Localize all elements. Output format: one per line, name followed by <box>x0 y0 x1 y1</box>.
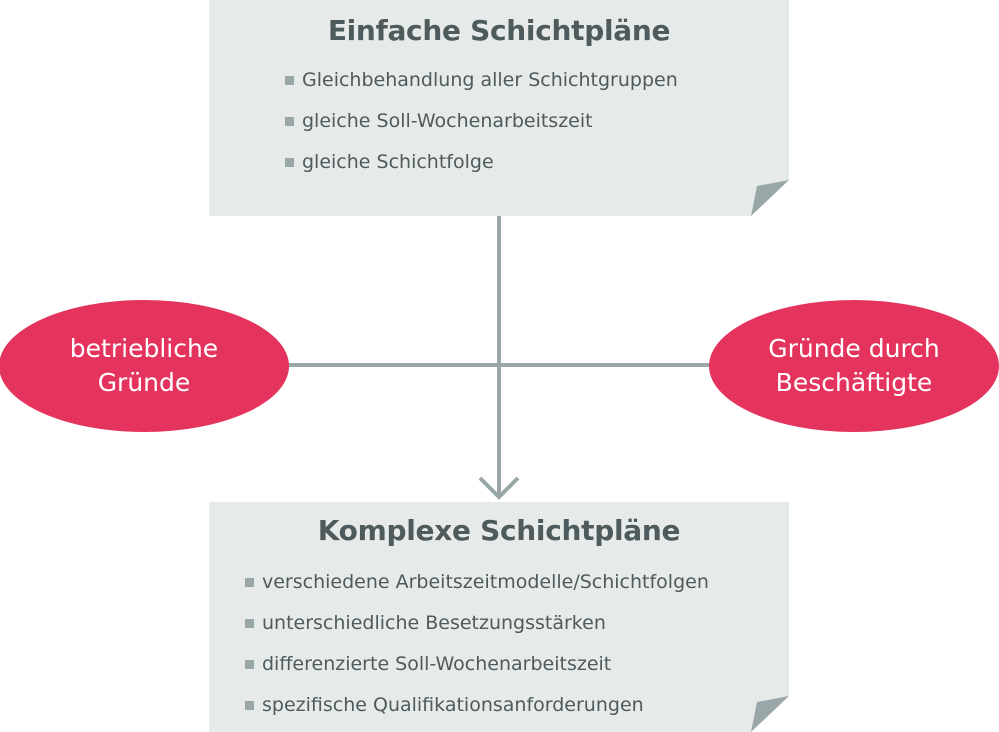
ellipse-label-line: betriebliche <box>69 334 219 363</box>
arrow-head <box>478 476 520 500</box>
square-bullet-icon <box>285 158 294 167</box>
list-item: gleiche Schichtfolge <box>285 142 678 183</box>
list-item: differenzierte Soll-Wochenarbeitszeit <box>245 644 709 685</box>
square-bullet-icon <box>245 701 254 710</box>
square-bullet-icon <box>285 117 294 126</box>
list-item: verschiedene Arbeitszeitmodelle/Schichtf… <box>245 562 709 603</box>
simple-plans-title: Einfache Schichtpläne <box>327 14 671 47</box>
ellipse-label-line: Gründe <box>97 368 191 397</box>
list-item-text: verschiedene Arbeitszeitmodelle/Schichtf… <box>262 571 709 593</box>
ellipse-label-line: Beschäftigte <box>775 368 933 397</box>
list-item: Gleichbehandlung aller Schichtgruppen <box>285 60 678 101</box>
list-item-text: differenzierte Soll-Wochenarbeitszeit <box>262 653 612 675</box>
list-item-text: gleiche Schichtfolge <box>302 151 494 173</box>
list-item-text: spezifische Qualifikationsanforderungen <box>262 694 644 716</box>
page-fold-icon <box>751 696 789 732</box>
list-item: gleiche Soll-Wochenarbeitszeit <box>285 101 678 142</box>
complex-plans-list: verschiedene Arbeitszeitmodelle/Schichtf… <box>245 562 709 726</box>
simple-plans-list: Gleichbehandlung aller Schichtgruppen gl… <box>285 60 678 183</box>
list-item-text: gleiche Soll-Wochenarbeitszeit <box>302 110 593 132</box>
ellipse-label-line: Gründe durch <box>768 334 940 363</box>
page-fold-icon <box>751 180 789 216</box>
square-bullet-icon <box>245 619 254 628</box>
square-bullet-icon <box>245 578 254 587</box>
simple-plans-card: Einfache Schichtpläne Gleichbehandlung a… <box>209 0 789 216</box>
list-item: spezifische Qualifikationsanforderungen <box>245 685 709 726</box>
complex-plans-title: Komplexe Schichtpläne <box>317 514 681 547</box>
square-bullet-icon <box>285 76 294 85</box>
complex-plans-card: Komplexe Schichtpläne verschiedene Arbei… <box>209 502 789 732</box>
employee-reasons-ellipse: Gründe durch Beschäftigte <box>709 300 999 432</box>
square-bullet-icon <box>245 660 254 669</box>
list-item-text: Gleichbehandlung aller Schichtgruppen <box>302 69 678 91</box>
list-item: unterschiedliche Besetzungsstärken <box>245 603 709 644</box>
operational-reasons-ellipse: betriebliche Gründe <box>0 300 289 432</box>
list-item-text: unterschiedliche Besetzungsstärken <box>262 612 606 634</box>
